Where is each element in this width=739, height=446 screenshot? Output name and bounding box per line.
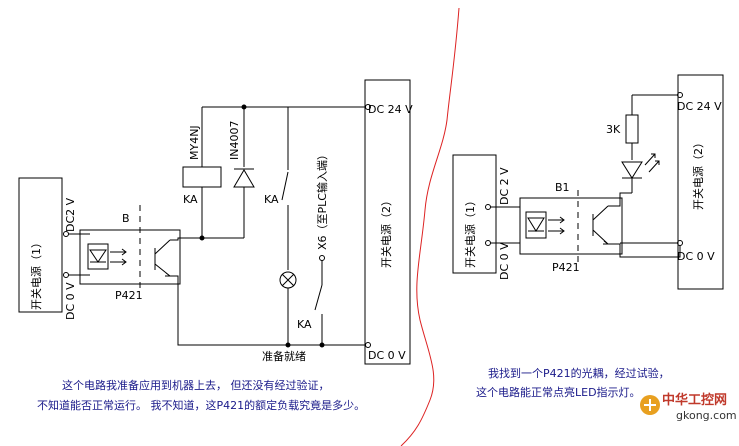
right-note-line2: 这个电路能正常点亮LED指示灯。	[476, 385, 641, 399]
left-terminal-0v	[365, 342, 371, 348]
left-psu2-box	[364, 79, 411, 365]
right-psu1-label: 开关电源（1）	[463, 195, 477, 268]
right-coupler-led-box	[525, 211, 547, 239]
right-coupler-arrows	[548, 216, 565, 235]
left-dc0v-label: DC 0 V	[64, 282, 77, 320]
right-terminal-dc0v	[485, 240, 491, 246]
left-coupler-name: P421	[115, 289, 143, 302]
left-rail-0v	[177, 288, 368, 346]
right-resistor	[625, 114, 639, 144]
left-diode	[233, 168, 255, 188]
right-note-line1: 我找到一个P421的光耦，经过试验，	[488, 366, 670, 380]
left-note-line2: 不知道能否正常运行。 我不知道，这P421的额定负载究竟是多少。	[37, 398, 365, 412]
right-led	[621, 161, 643, 179]
left-switch-ka-lower-label: KA	[297, 318, 312, 331]
left-relay-tag: KA	[183, 193, 198, 206]
right-led-rays	[644, 153, 660, 173]
left-coupler-box	[79, 229, 181, 285]
left-terminal-x6	[319, 255, 325, 261]
watermark-url: gkong.com	[676, 409, 737, 422]
left-switch-ka-upper-label: KA	[264, 193, 279, 206]
right-psu1-box	[452, 154, 497, 274]
right-terminal-dc2v	[485, 204, 491, 210]
left-terminal-dc0v	[63, 272, 69, 278]
left-plc-input-label: X6（至PLC输入端）	[315, 149, 329, 250]
left-dc2v-label: DC2 V	[64, 197, 77, 232]
left-coupler-led-box	[87, 243, 109, 270]
right-coupler-box	[519, 197, 623, 255]
right-coupler-led	[527, 217, 545, 232]
left-dc24v-label: DC 24 V	[368, 103, 413, 116]
left-switch-ka-lower	[314, 284, 323, 311]
left-psu1-label: 开关电源（1）	[29, 237, 43, 310]
left-note-line1: 这个电路我准备应用到机器上去， 但还没有经过验证，	[62, 378, 330, 392]
left-coupler-letter: B	[122, 212, 130, 225]
right-resistor-label: 3K	[606, 123, 621, 136]
right-coupler-letter: B1	[555, 181, 570, 194]
right-psu2-box	[677, 74, 724, 290]
right-dc0v-psu2-label: DC 0 V	[677, 250, 715, 263]
left-terminal-dc2v	[63, 231, 69, 237]
left-ready-label: 准备就绪	[262, 349, 306, 363]
right-psu2-label: 开关电源（2）	[691, 137, 705, 210]
watermark: 中华工控网 gkong.com	[640, 392, 737, 422]
left-psu1-box	[18, 177, 63, 313]
left-diode-model: IN4007	[228, 121, 241, 160]
watermark-brand: 中华工控网	[662, 392, 727, 408]
left-relay-model: MY4NJ	[188, 125, 201, 160]
right-dc2v-label: DC 2 V	[498, 167, 511, 205]
left-relay-coil	[182, 166, 222, 188]
left-dc0v-psu2-label: DC 0 V	[368, 349, 406, 362]
right-dc24v-label: DC 24 V	[677, 100, 722, 113]
right-coupler-name: P421	[552, 261, 580, 274]
left-coupler-arrows	[110, 248, 127, 266]
left-coupler-led	[89, 249, 107, 263]
left-phototransistor	[154, 239, 172, 277]
left-switch-ka-upper	[281, 171, 289, 201]
left-psu2-label: 开关电源（2）	[379, 195, 393, 268]
right-phototransistor	[592, 205, 610, 245]
right-dc0v-label: DC 0 V	[498, 242, 511, 280]
divider-line	[400, 7, 460, 446]
